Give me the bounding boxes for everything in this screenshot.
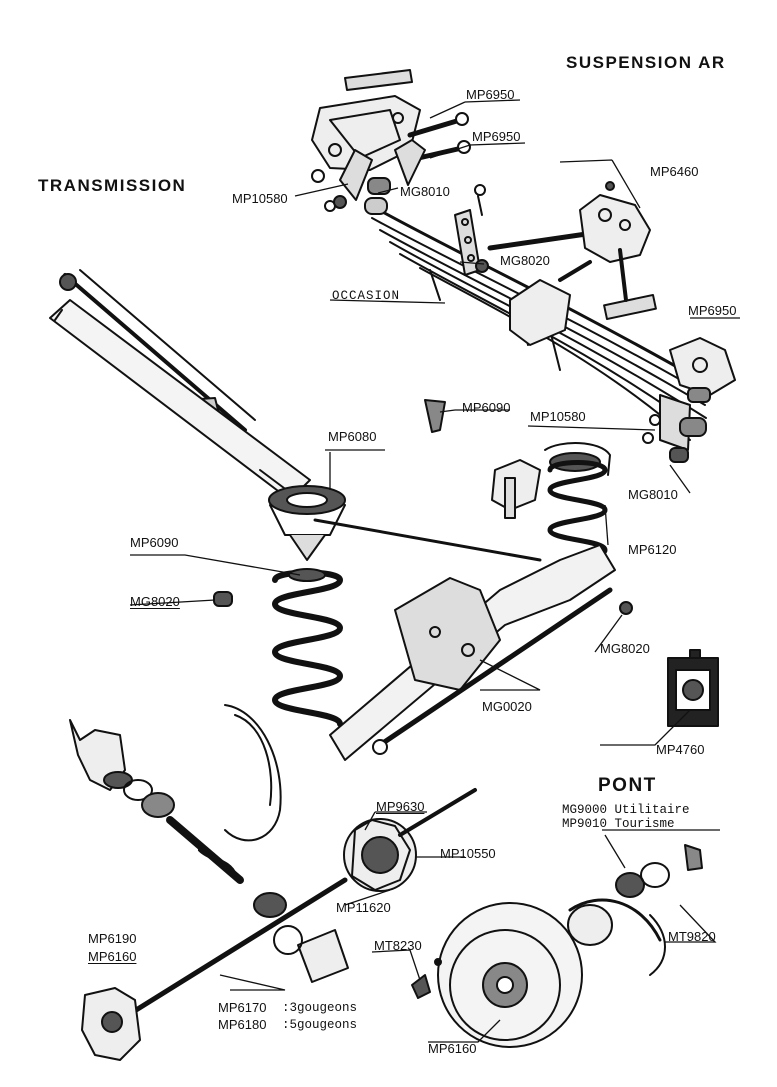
part-label-mg9000: MG9000 Utilitaire xyxy=(562,803,690,817)
part-label-mg0020: MG0020 xyxy=(482,699,532,714)
leader-lines xyxy=(129,99,740,1043)
bearing-and-backplate xyxy=(567,844,703,976)
part-label-mp4760: MP4760 xyxy=(656,742,705,757)
shock-absorber-right xyxy=(491,459,541,519)
spring-cup-left xyxy=(268,485,346,561)
part-label-mt9820: MT9820 xyxy=(668,929,716,944)
oil-can xyxy=(667,649,719,727)
coil-spring-left xyxy=(272,568,343,727)
hub-flange-left xyxy=(81,987,141,1061)
crown-wheel xyxy=(343,818,417,892)
part-label-mg8020-top: MG8020 xyxy=(500,253,550,268)
part-note-mp6170: :3gougeons xyxy=(282,1001,358,1015)
spring-seat-block xyxy=(509,260,657,346)
rear-hanger-right xyxy=(642,337,736,463)
torque-tube xyxy=(49,299,311,501)
part-label-mp6160-left: MP6160 xyxy=(88,949,137,964)
part-label-mg8020-right: MG8020 xyxy=(600,641,650,656)
part-label-mp6080: MP6080 xyxy=(328,429,377,444)
small-bushing-left xyxy=(213,591,233,607)
pinion-assembly xyxy=(69,719,287,918)
part-label-mp6950-c: MP6950 xyxy=(688,303,737,318)
wheel-bolt xyxy=(411,958,442,999)
part-label-mp6090-mid: MP6090 xyxy=(130,535,179,550)
part-label-mp6950-b: MP6950 xyxy=(472,129,521,144)
part-label-mp6120: MP6120 xyxy=(628,542,677,557)
cover-plate xyxy=(273,925,349,983)
part-label-mp10550: MP10550 xyxy=(440,846,496,861)
brake-drum-right xyxy=(437,902,583,1048)
part-label-mt8230: MT8230 xyxy=(374,938,422,953)
part-label-mp9010: MP9010 Tourisme xyxy=(562,817,675,831)
part-label-occasion: OCCASION xyxy=(332,289,401,303)
part-label-mp9630: MP9630 xyxy=(376,799,425,814)
rear-axle-housing xyxy=(313,518,616,761)
part-label-mp6090-top: MP6090 xyxy=(462,400,511,415)
part-label-mg8010-top: MG8010 xyxy=(400,184,450,199)
part-label-mp10580-top: MP10580 xyxy=(232,191,288,206)
part-label-mg8010-mid: MG8010 xyxy=(628,487,678,502)
spring-clamp xyxy=(454,184,489,276)
part-label-mp6160-bottom: MP6160 xyxy=(428,1041,477,1056)
part-label-mp10580-mid: MP10580 xyxy=(530,409,586,424)
part-note-mp6180: :5gougeons xyxy=(282,1018,358,1032)
spring-hanger-bracket xyxy=(311,69,421,171)
part-label-mp6950-a: MP6950 xyxy=(466,87,515,102)
transmission-heading: TRANSMISSION xyxy=(38,176,187,195)
drive-shaft xyxy=(59,269,256,432)
half-shaft xyxy=(117,788,477,1023)
part-label-mp6180: MP6180 xyxy=(218,1017,267,1032)
pont-heading: PONT xyxy=(598,775,657,796)
anti-roll-link xyxy=(487,181,651,302)
brake-drum-left xyxy=(224,704,282,842)
part-label-mp6460: MP6460 xyxy=(650,164,699,179)
part-label-mp6190: MP6190 xyxy=(88,931,137,946)
shackle-plates xyxy=(311,139,426,212)
rubber-bump-stop xyxy=(424,399,446,433)
part-label-mp11620: MP11620 xyxy=(336,900,391,915)
suspension-heading: SUSPENSION AR xyxy=(566,53,726,72)
part-label-mp6170: MP6170 xyxy=(218,1000,267,1015)
part-label-mg8020-left: MG8020 xyxy=(130,594,180,609)
